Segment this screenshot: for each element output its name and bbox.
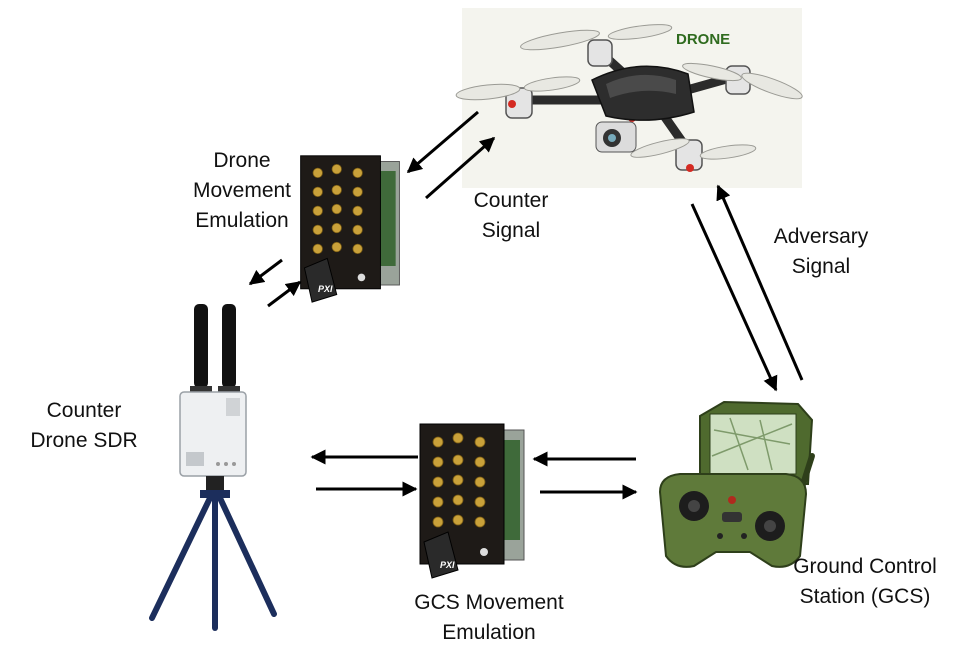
ground-control-station-label: Ground Control Station (GCS) bbox=[793, 555, 937, 608]
signal-arrows bbox=[248, 110, 804, 500]
drone-movement-emulation-label: Drone Movement Emulation bbox=[192, 149, 292, 232]
ground-control-station-icon bbox=[658, 400, 815, 568]
pxi-module-icon bbox=[300, 155, 400, 303]
drone-tag: DRONE bbox=[676, 31, 730, 48]
adversary-signal-label: Adversary Signal bbox=[773, 225, 869, 278]
pxi-badge: PXI bbox=[318, 284, 333, 294]
pxi-badge: PXI bbox=[440, 560, 455, 570]
quadcopter-drone-icon bbox=[455, 8, 803, 188]
gcs-movement-emulation-label: GCS Movement Emulation bbox=[414, 591, 564, 644]
pxi-module-icon bbox=[419, 423, 525, 579]
counter-drone-sdr-label: Counter Drone SDR bbox=[30, 399, 138, 452]
sdr-tripod-icon bbox=[149, 304, 277, 631]
counter-signal-label: Counter Signal bbox=[473, 189, 549, 242]
